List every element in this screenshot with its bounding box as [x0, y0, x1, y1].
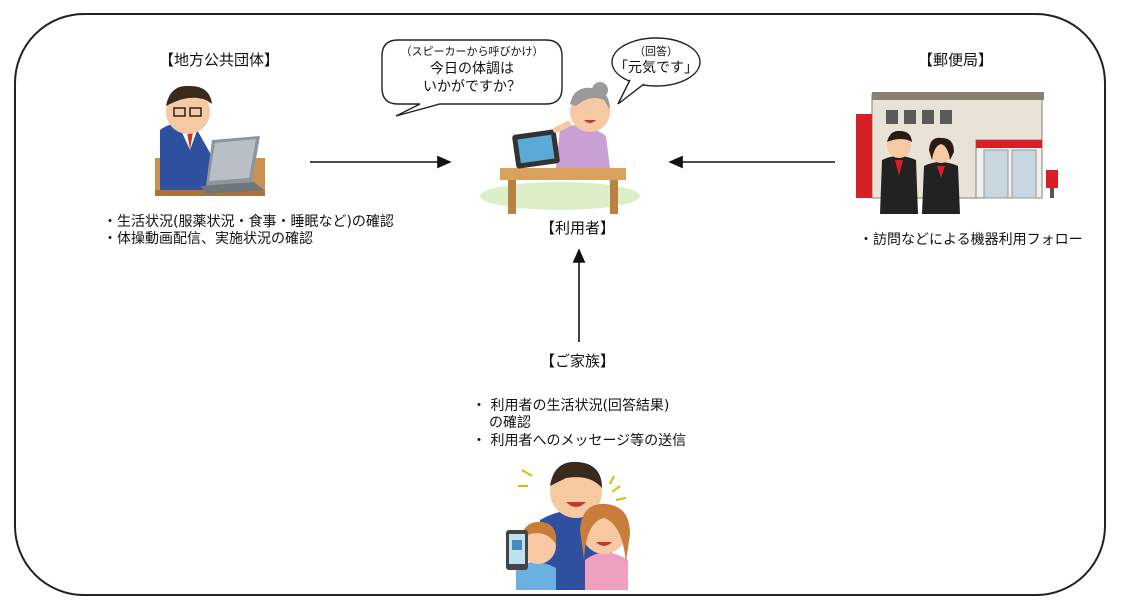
speaker-bubble [381, 39, 563, 117]
user-title: 【利用者】 [540, 219, 616, 237]
post-office-illustration [856, 92, 1058, 214]
speaker-note: （スピーカーから呼びかけ） [400, 45, 544, 58]
family-illustration [506, 461, 630, 590]
family-item-1-cont: の確認 [489, 415, 531, 431]
answer-text: 「元気です」 [614, 60, 698, 76]
municipality-title: 【地方公共団体】 [159, 51, 280, 69]
municipality-item: ・生活状況(服薬状況・食事・睡眠など)の確認 [103, 214, 394, 230]
municipality-worker-illustration [155, 85, 265, 196]
post-office-title: 【郵便局】 [918, 51, 994, 69]
answer-note: （回答） [634, 45, 678, 58]
family-title: 【ご家族】 [540, 352, 616, 370]
municipality-item: ・体操動画配信、実施状況の確認 [103, 231, 313, 247]
user-illustration [480, 82, 640, 214]
post-office-item: ・訪問などによる機器利用フォロー [859, 232, 1083, 248]
speaker-line-2: いかがですか？ [423, 79, 521, 95]
family-item-2: ・ 利用者へのメッセージ等の送信 [472, 433, 687, 449]
family-item-1: ・ 利用者の生活状況(回答結果) [472, 398, 670, 414]
answer-bubble [611, 37, 701, 105]
speaker-line-1: 今日の体調は [430, 61, 514, 77]
diagram-frame [14, 13, 1106, 596]
